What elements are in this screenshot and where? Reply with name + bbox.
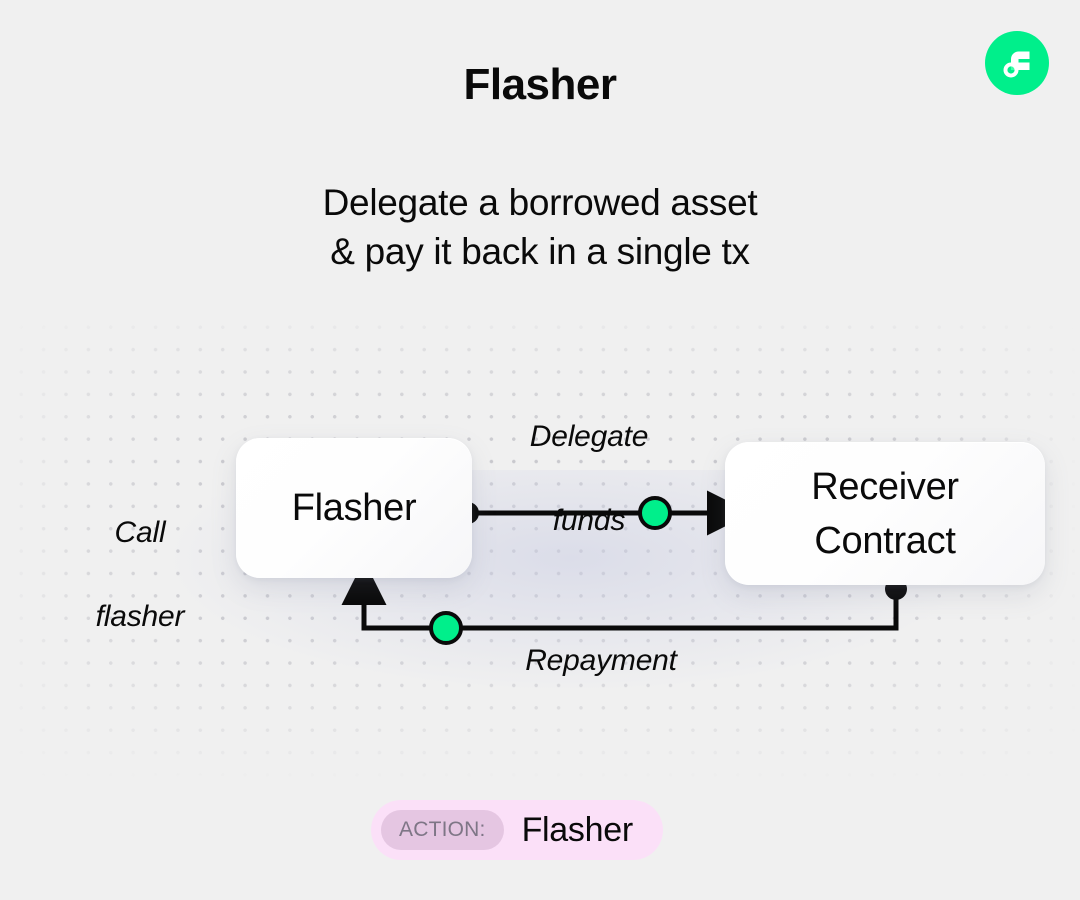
action-badge-chip: ACTION: bbox=[381, 810, 504, 850]
edge-label-call-line-1: Call bbox=[114, 516, 166, 549]
edge-label-call-flasher: Call flasher bbox=[40, 470, 240, 638]
node-receiver-label: Receiver Contract bbox=[811, 460, 959, 568]
node-receiver-label-line-1: Receiver bbox=[811, 465, 959, 508]
action-badge-value: Flasher bbox=[521, 810, 634, 849]
flow-logo bbox=[985, 31, 1049, 95]
edge-label-delegate-line-2: funds bbox=[552, 504, 626, 537]
node-receiver-label-line-2: Contract bbox=[814, 519, 956, 562]
node-flasher[interactable]: Flasher bbox=[236, 438, 472, 578]
transit-dot-repayment bbox=[429, 611, 463, 645]
node-receiver-contract[interactable]: Receiver Contract bbox=[725, 442, 1045, 585]
edge-label-call-line-2: flasher bbox=[95, 600, 185, 633]
wire-repayment bbox=[341, 560, 899, 631]
node-flasher-label: Flasher bbox=[291, 487, 417, 529]
subtitle-line-2: & pay it back in a single tx bbox=[330, 231, 750, 272]
edge-label-delegate-line-1: Delegate bbox=[529, 420, 649, 453]
page-title: Flasher bbox=[463, 60, 617, 109]
edge-label-repayment: Repayment bbox=[525, 644, 677, 677]
subtitle-line-1: Delegate a borrowed asset bbox=[322, 182, 758, 223]
action-badge[interactable]: ACTION: Flasher bbox=[371, 800, 663, 860]
edge-label-delegate-funds: Delegate funds bbox=[468, 374, 710, 542]
page-subtitle: Delegate a borrowed asset & pay it back … bbox=[0, 178, 1080, 276]
